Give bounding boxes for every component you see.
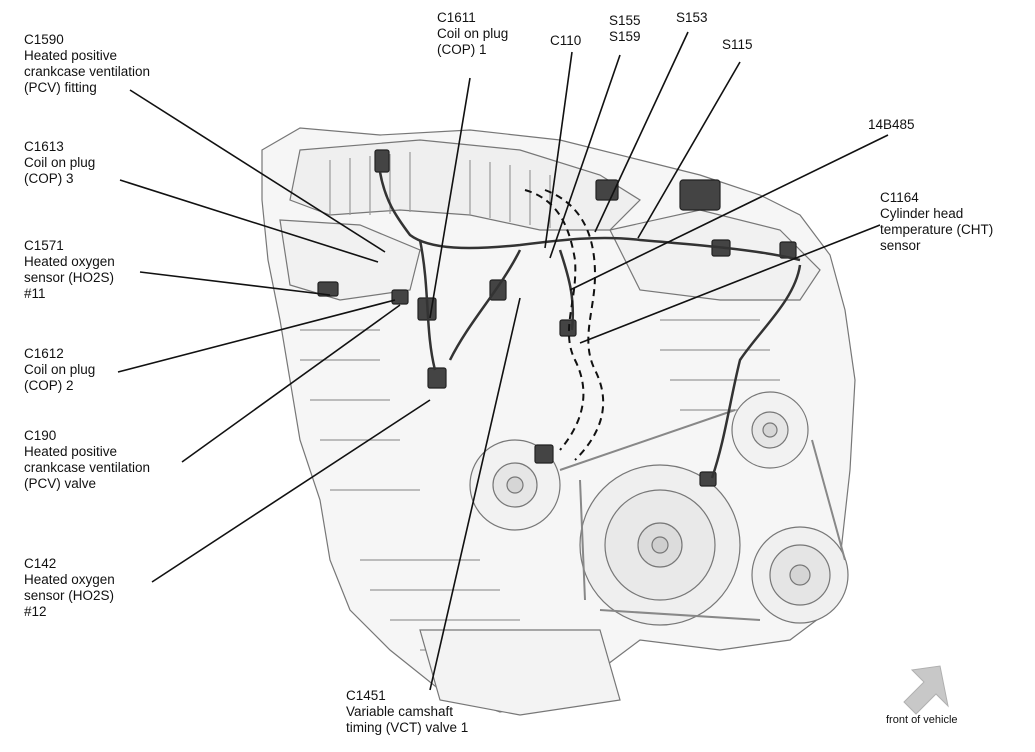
callout-c1590-line-1: C1590 — [24, 32, 64, 47]
drive-belt — [559, 409, 846, 621]
leader-c190 — [181, 304, 401, 463]
callout-14b485: 14B485 — [868, 117, 915, 133]
callout-c1164: C1164 Cylinder head temperature (CHT) se… — [880, 190, 993, 254]
callout-s153-line-1: S153 — [676, 10, 708, 25]
callout-c1571-line-3: sensor (HO2S) — [24, 270, 115, 285]
callout-s155-s159: S155 S159 — [609, 13, 641, 45]
leader-lines — [117, 31, 889, 691]
callout-c1612-line-1: C1612 — [24, 346, 64, 361]
callout-c1611-line-1: C1611 — [437, 10, 476, 25]
leader-c1164 — [579, 224, 881, 344]
callout-c110: C110 — [550, 33, 581, 49]
leader-c1611 — [429, 77, 471, 319]
callout-c1613: C1613 Coil on plug (COP) 3 — [24, 139, 95, 187]
callout-c142: C142 Heated oxygen sensor (HO2S) #12 — [24, 556, 115, 620]
callout-c1612-line-2: Coil on plug — [24, 362, 96, 377]
callout-s115: S115 — [722, 37, 753, 53]
callout-s159-line-2: S159 — [609, 29, 641, 44]
callout-c1590-line-4: (PCV) fitting — [24, 80, 97, 95]
callout-c1611-line-2: Coil on plug — [437, 26, 509, 41]
callout-c190: C190 Heated positive crankcase ventilati… — [24, 428, 150, 492]
leader-c110 — [544, 51, 573, 249]
callout-c1613-line-2: Coil on plug — [24, 155, 96, 170]
callout-c1590: C1590 Heated positive crankcase ventilat… — [24, 32, 150, 96]
leader-c1571 — [139, 271, 331, 296]
valve-cover-left — [279, 219, 421, 301]
callout-s155-line-1: S155 — [609, 13, 641, 28]
leader-c142 — [151, 399, 431, 583]
callout-c190-line-2: Heated positive — [24, 444, 118, 459]
callout-c1571-line-1: C1571 — [24, 238, 64, 253]
callout-c1164-line-3: temperature (CHT) — [880, 222, 994, 237]
callout-c190-line-3: crankcase ventilation — [24, 460, 151, 475]
leader-14b485 — [569, 134, 889, 291]
callout-c1571: C1571 Heated oxygen sensor (HO2S) #11 — [24, 238, 115, 302]
callout-c142-line-4: #12 — [24, 604, 47, 619]
oil-pan — [419, 629, 621, 716]
leader-s155-s159 — [549, 54, 621, 259]
leader-s115 — [637, 61, 741, 239]
callout-c1611: C1611 Coil on plug (COP) 1 — [437, 10, 508, 58]
callout-c190-line-1: C190 — [24, 428, 57, 443]
callout-c1613-line-1: C1613 — [24, 139, 64, 154]
callout-c1164-line-4: sensor — [880, 238, 921, 253]
callout-c1590-line-3: crankcase ventilation — [24, 64, 151, 79]
callout-c1451-line-3: timing (VCT) valve 1 — [346, 720, 469, 735]
callout-s153: S153 — [676, 10, 708, 26]
front-of-vehicle-text: front of vehicle — [886, 714, 958, 726]
callout-c1451: C1451 Variable camshaft timing (VCT) val… — [346, 688, 468, 736]
callout-c190-line-4: (PCV) valve — [24, 476, 97, 491]
callout-c1571-line-4: #11 — [24, 286, 46, 301]
front-of-vehicle-label: front of vehicle — [886, 712, 958, 728]
callout-c1612: C1612 Coil on plug (COP) 2 — [24, 346, 95, 394]
front-direction-arrow-icon — [903, 665, 949, 715]
callout-s115-line-1: S115 — [722, 37, 753, 52]
callout-c1164-line-1: C1164 — [880, 190, 919, 205]
leader-s153 — [594, 31, 689, 233]
callout-c110-line-1: C110 — [550, 33, 582, 48]
callout-c1611-line-3: (COP) 1 — [437, 42, 487, 57]
callout-c1612-line-3: (COP) 2 — [24, 378, 74, 393]
leader-c1612 — [117, 299, 396, 373]
callout-c1613-line-3: (COP) 3 — [24, 171, 74, 186]
callout-c1451-line-1: C1451 — [346, 688, 386, 703]
engine-illustration — [261, 127, 856, 716]
callout-c1571-line-2: Heated oxygen — [24, 254, 115, 269]
callout-c142-line-2: Heated oxygen — [24, 572, 115, 587]
callout-c1164-line-2: Cylinder head — [880, 206, 964, 221]
leader-c1451 — [429, 297, 521, 691]
callout-c1590-line-2: Heated positive — [24, 48, 118, 63]
callout-c1451-line-2: Variable camshaft — [346, 704, 454, 719]
leader-c1613 — [119, 179, 379, 263]
leader-c1590 — [129, 89, 386, 253]
callout-14b485-line-1: 14B485 — [868, 117, 915, 132]
callout-c142-line-1: C142 — [24, 556, 57, 571]
callout-c142-line-3: sensor (HO2S) — [24, 588, 115, 603]
